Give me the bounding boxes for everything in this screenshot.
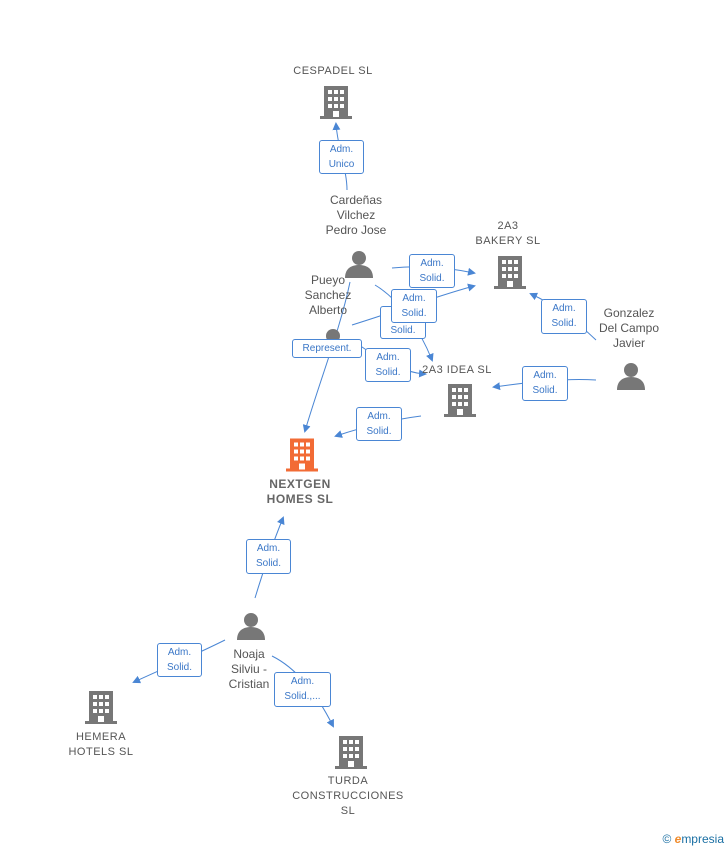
- brand-initial: e: [674, 832, 682, 846]
- company-label-nextgen[interactable]: NEXTGEN HOMES SL: [266, 477, 334, 506]
- building-icon[interactable]: [84, 689, 118, 725]
- company-label-turda[interactable]: TURDA CONSTRUCCIONES SL: [292, 775, 404, 817]
- edge-label-represent[interactable]: Represent.: [292, 339, 362, 358]
- company-label-hemera[interactable]: HEMERA HOTELS SL: [68, 731, 134, 758]
- building-icon[interactable]: [443, 382, 477, 418]
- person-icon[interactable]: [616, 362, 646, 390]
- person-icon[interactable]: [236, 612, 266, 640]
- company-label-2a3-bakery[interactable]: 2A3 BAKERY SL: [475, 220, 541, 247]
- building-icon[interactable]: [493, 254, 527, 290]
- building-icon-main[interactable]: [285, 436, 319, 473]
- building-icon[interactable]: [319, 84, 353, 120]
- copyright-icon: ©: [662, 832, 672, 846]
- person-icon[interactable]: [344, 250, 374, 278]
- company-label-2a3-idea[interactable]: 2A3 IDEA SL: [422, 364, 492, 376]
- edge-label-adm-solid[interactable]: Adm. Solid.: [391, 289, 437, 323]
- edge-label-adm-solid[interactable]: Adm. Solid.: [541, 299, 587, 334]
- edge-label-adm-solid[interactable]: Adm. Solid.: [246, 539, 291, 574]
- edge-label-adm-solid[interactable]: Adm. Solid.: [409, 254, 455, 288]
- person-label-pueyo[interactable]: Pueyo Sanchez Alberto: [304, 273, 352, 317]
- building-icon[interactable]: [334, 734, 368, 770]
- brand-name: mpresia: [681, 832, 724, 846]
- company-label-cespadel[interactable]: CESPADEL SL: [293, 65, 373, 77]
- person-label-noaja[interactable]: Noaja Silviu - Cristian: [228, 647, 270, 691]
- edge-label-adm-solid[interactable]: Adm. Solid.: [157, 643, 202, 677]
- person-label-cardenas[interactable]: Cardeñas Vilchez Pedro Jose: [325, 193, 387, 237]
- edge-label-adm-solid[interactable]: Adm. Solid.: [365, 348, 411, 382]
- edge-label-adm-unico[interactable]: Adm. Unico: [319, 140, 364, 174]
- edge-label-adm-solid[interactable]: Adm. Solid.: [356, 407, 402, 441]
- edge-label-adm-solid[interactable]: Adm. Solid.: [522, 366, 568, 401]
- person-label-gonzalez[interactable]: Gonzalez Del Campo Javier: [598, 306, 660, 350]
- edge-label-adm-solid-more[interactable]: Adm. Solid.,...: [274, 672, 331, 707]
- brand-logo: © empresia: [662, 832, 724, 846]
